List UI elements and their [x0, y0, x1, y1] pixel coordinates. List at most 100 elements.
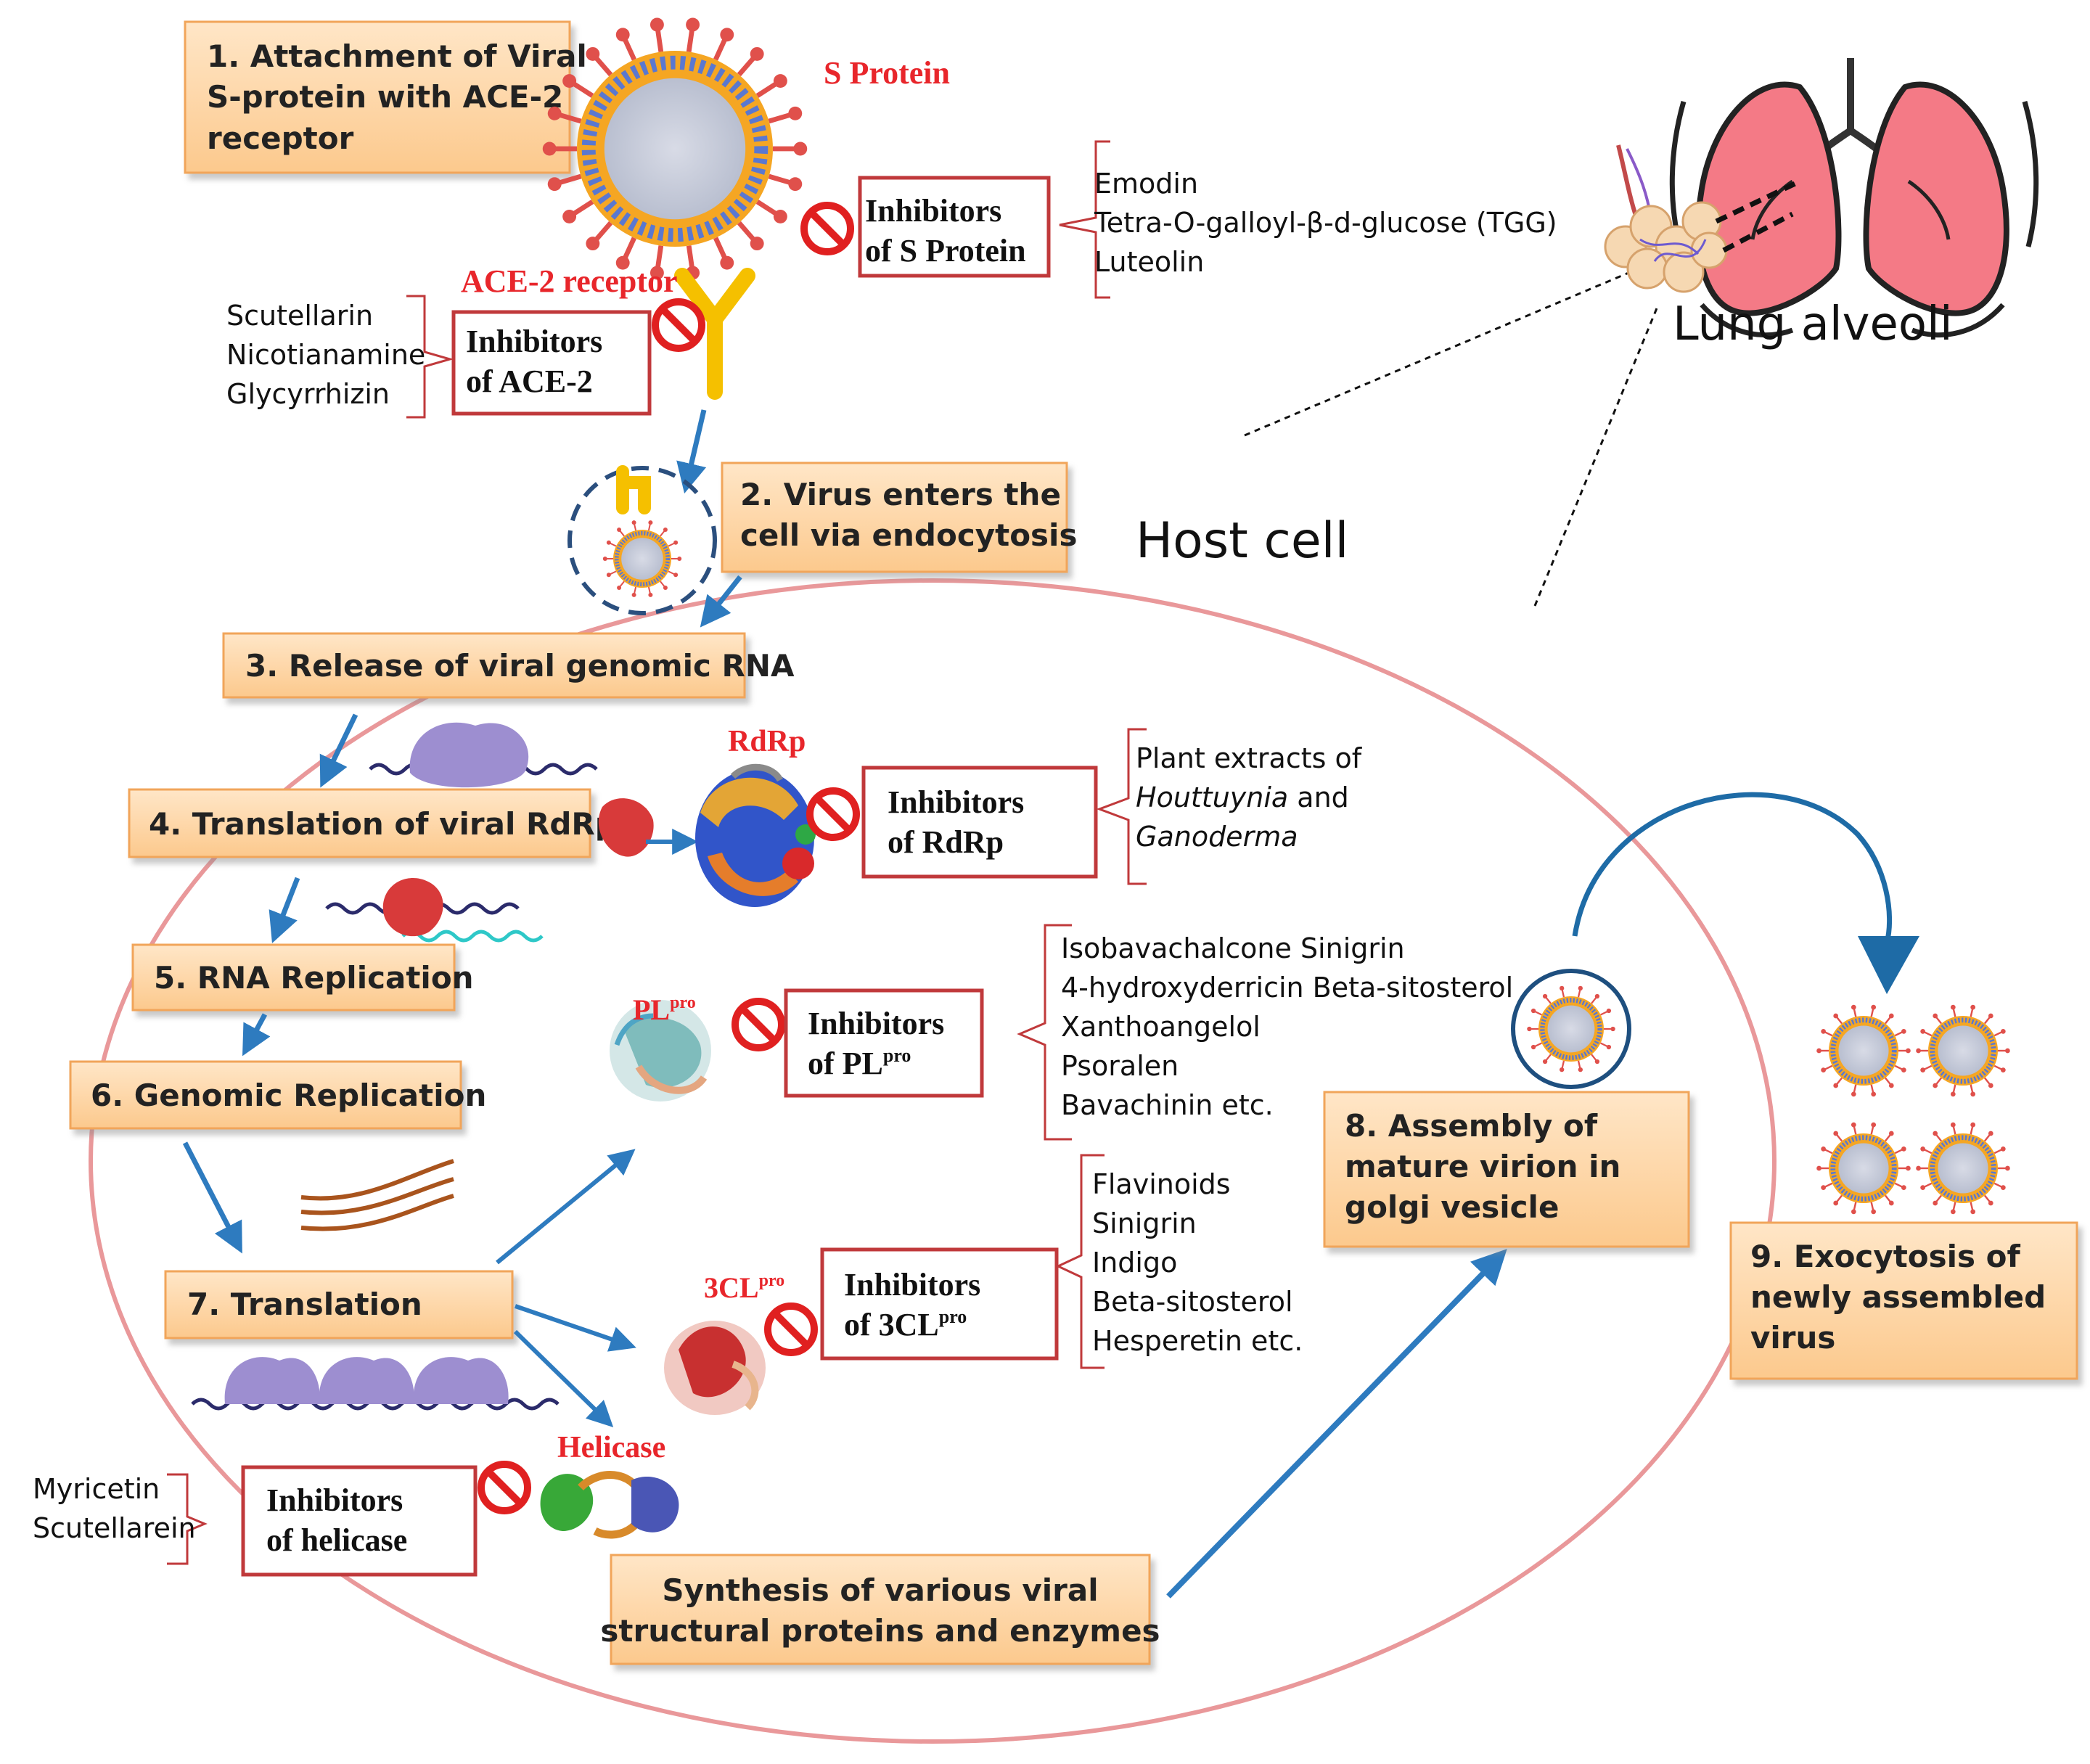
polysome-icon — [191, 1357, 560, 1411]
step-5-box: 5. RNA Replication — [131, 943, 474, 1012]
arrow-synthesis-to-assembly — [1166, 1249, 1507, 1599]
ace2-compounds: Scutellarin Nicotianamine Glycyrrhizin — [226, 300, 425, 410]
compound-emodin: Emodin — [1094, 168, 1198, 200]
step-1-line2: S-protein with ACE-2 — [207, 79, 563, 115]
step-6-label: 6. Genomic Replication — [91, 1078, 486, 1113]
lung-to-alveoli-dashes — [1715, 179, 1801, 253]
compound-myricetin: Myricetin — [33, 1473, 160, 1505]
synthesis-box: Synthesis of various viral structural pr… — [600, 1554, 1160, 1665]
ribosome-rna-icon — [369, 722, 598, 788]
virus-particle-icon — [542, 17, 808, 280]
compound-houttuynia: Houttuynia and — [1136, 782, 1349, 813]
inhibitor-plpro-box: Inhibitors of PLpro — [784, 988, 984, 1098]
s-protein-label: S Protein — [824, 55, 950, 91]
compound-sinigrin: Sinigrin — [1092, 1207, 1197, 1239]
step-4-box: 4. Translation of viral RdRp — [128, 788, 617, 858]
compound-psoralen: Psoralen — [1061, 1050, 1179, 1082]
compound-scutellarin: Scutellarin — [226, 300, 373, 332]
step-9-line1: 9. Exocytosis of — [1750, 1239, 2021, 1274]
synthesis-line2: structural proteins and enzymes — [600, 1613, 1160, 1649]
step-3-box: 3. Release of viral genomic RNA — [222, 632, 795, 699]
bracket-plpro — [1017, 924, 1072, 1141]
arrow-receptor-to-endosome — [676, 409, 707, 494]
inhibitor-s-protein-line1: Inhibitors — [865, 193, 1001, 229]
no-sign-icon — [806, 787, 860, 841]
no-sign-icon — [652, 298, 705, 352]
inhibitor-ace2-line2: of ACE-2 — [466, 364, 593, 399]
genomic-rna-strands-icon — [300, 1159, 454, 1231]
inhibitor-3clpro-box: Inhibitors of 3CLpro — [820, 1247, 1059, 1361]
step-8-box: 8. Assembly of mature virion in golgi ve… — [1323, 1091, 1690, 1248]
bracket-s-protein — [1059, 140, 1110, 299]
bracket-rdrp — [1096, 728, 1147, 885]
step-8-line3: golgi vesicle — [1345, 1189, 1559, 1225]
inhibitor-helicase-line1: Inhibitors — [266, 1482, 403, 1518]
compound-ganoderma: Ganoderma — [1136, 821, 1298, 853]
compound-xanthoangelol: Xanthoangelol — [1061, 1011, 1261, 1043]
inhibitor-ace2-line1: Inhibitors — [466, 324, 602, 359]
compound-indigo: Indigo — [1092, 1247, 1177, 1279]
arrow-step4-to-step5 — [269, 877, 300, 943]
step-2-box: 2. Virus enters the cell via endocytosis — [721, 461, 1077, 573]
no-sign-icon — [732, 998, 785, 1051]
arrow-step2-to-step3 — [700, 575, 742, 628]
no-sign-icon — [478, 1461, 531, 1514]
3clpro-label: 3CLpro — [704, 1271, 784, 1304]
compound-plant-extracts: Plant extracts of — [1136, 742, 1363, 774]
inhibitor-helicase-line2: of helicase — [266, 1522, 407, 1558]
step-1-line3: receptor — [207, 120, 354, 156]
step-9-line3: virus — [1750, 1320, 1835, 1355]
compound-flavinoids: Flavinoids — [1092, 1168, 1231, 1200]
arrow-step6-to-step7 — [182, 1141, 242, 1254]
step-4-label: 4. Translation of viral RdRp — [149, 806, 617, 842]
endosome-virus-icon — [602, 520, 682, 597]
inhibitor-plpro-line1: Inhibitors — [808, 1006, 944, 1041]
compound-luteolin: Luteolin — [1094, 246, 1204, 278]
step-7-box: 7. Translation — [164, 1270, 514, 1340]
arrow-step3-to-step4 — [319, 713, 358, 788]
compound-4-hydroxyderricin: 4-hydroxyderricin Beta-sitosterol — [1061, 972, 1513, 1004]
inhibitor-3clpro-line2: of 3CLpro — [844, 1306, 967, 1342]
compound-nicotianamine: Nicotianamine — [226, 339, 425, 371]
rdrp-structure-icon — [695, 763, 816, 907]
step-1-line1: 1. Attachment of Viral — [207, 38, 587, 74]
step-2-line2: cell via endocytosis — [740, 517, 1077, 553]
inhibitor-s-protein-box: Inhibitors of S Protein — [858, 176, 1051, 278]
inhibitor-rdrp-box: Inhibitors of RdRp — [861, 766, 1098, 879]
host-cell-membrane — [89, 578, 1776, 1744]
compound-beta-sitosterol: Beta-sitosterol — [1092, 1286, 1293, 1318]
rdrp-protein-blob-icon — [598, 798, 654, 857]
inhibitor-ace2-box: Inhibitors of ACE-2 — [451, 310, 652, 416]
inhibitor-s-protein-line2: of S Protein — [865, 233, 1026, 268]
inhibitor-3clpro-line1: Inhibitors — [844, 1267, 980, 1303]
alveoli-cluster-icon — [1604, 144, 1728, 293]
compound-glycyrrhizin: Glycyrrhizin — [226, 378, 390, 410]
no-sign-icon — [800, 202, 854, 255]
compound-isobavachalcone: Isobavachalcone Sinigrin — [1061, 932, 1405, 964]
curved-exocytosis-arrow — [1572, 792, 1893, 944]
compound-bavachinin: Bavachinin etc. — [1061, 1089, 1274, 1121]
bracket-ace2 — [406, 295, 454, 419]
step-9-box: 9. Exocytosis of newly assembled virus — [1729, 1221, 2078, 1380]
host-cell-label: Host cell — [1136, 512, 1348, 570]
lung-alveoli-label: Lung alveoli — [1673, 298, 1953, 351]
compound-hesperetin: Hesperetin etc. — [1092, 1325, 1303, 1357]
released-viruses-icon — [1816, 1004, 2010, 1215]
helicase-label: Helicase — [557, 1431, 665, 1464]
step-6-box: 6. Genomic Replication — [69, 1060, 486, 1130]
step-7-label: 7. Translation — [187, 1287, 422, 1322]
synthesis-line1: Synthesis of various viral — [662, 1572, 1098, 1608]
rna-replication-icon — [325, 877, 544, 943]
ace2-receptor-icon — [674, 268, 755, 400]
step-5-label: 5. RNA Replication — [154, 960, 474, 996]
golgi-virus-icon — [1527, 985, 1615, 1072]
step-9-line2: newly assembled — [1750, 1279, 2046, 1315]
bracket-3clpro — [1055, 1154, 1105, 1369]
step-3-label: 3. Release of viral genomic RNA — [245, 648, 795, 684]
helicase-compounds: Myricetin Scutellarein — [33, 1473, 196, 1544]
plpro-structure-icon — [610, 1000, 711, 1102]
endosome-vesicle-icon — [567, 465, 717, 615]
plpro-label: PLpro — [633, 993, 696, 1026]
arrow-step5-to-step6 — [242, 1013, 271, 1057]
